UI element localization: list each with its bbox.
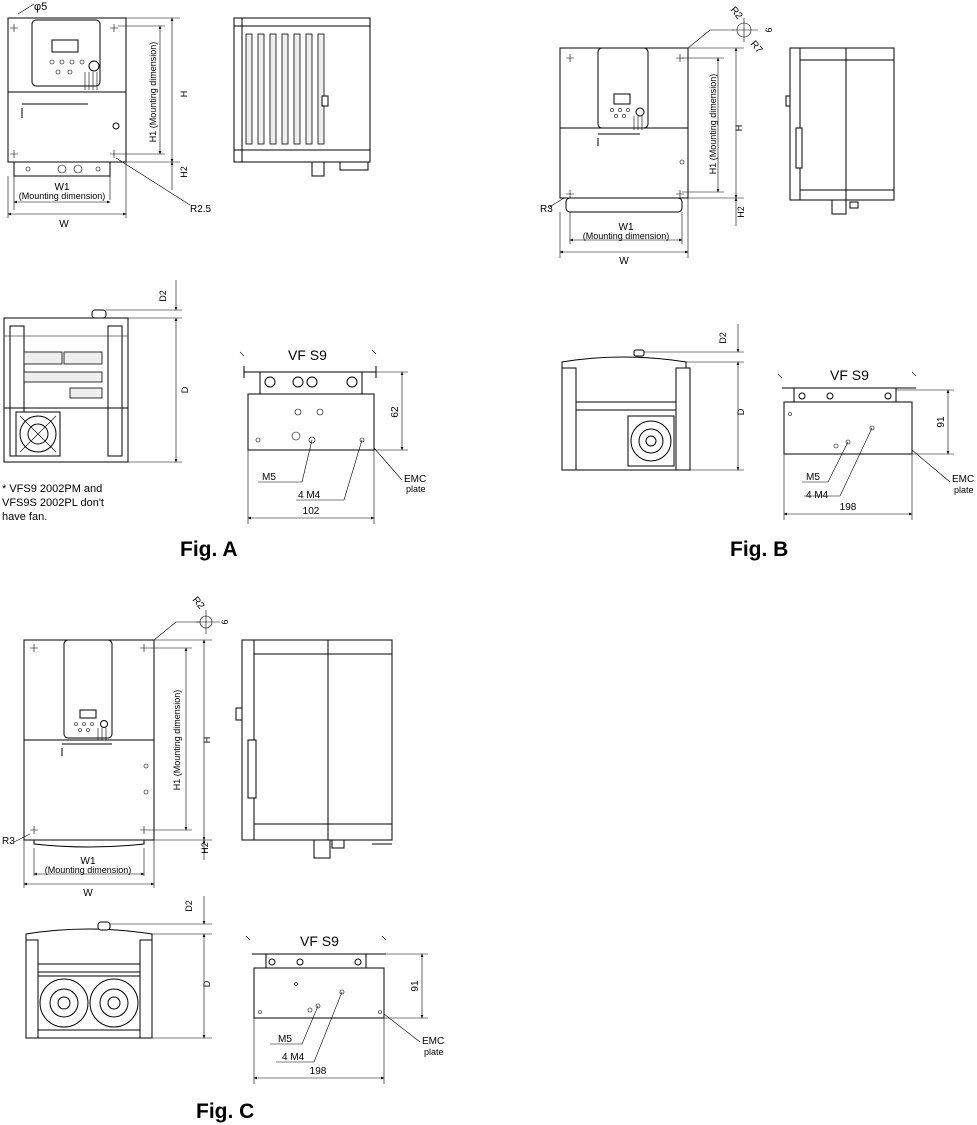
fig-a-plate-label: plate bbox=[406, 484, 426, 494]
fig-a-w1-sub-label: (Mounting dimension) bbox=[19, 191, 106, 201]
fig-b-h2-label: H2 bbox=[736, 206, 746, 218]
fig-b-plate-height-label: 91 bbox=[936, 416, 947, 428]
fig-a-h-label: H bbox=[179, 91, 189, 98]
fig-a-bottom-dimensions bbox=[106, 280, 182, 463]
fig-a-front-view bbox=[7, 17, 127, 177]
fig-b-bottom-dimensions bbox=[644, 324, 744, 471]
fig-b-h1-label: H1 (Mounting dimension) bbox=[708, 74, 718, 175]
fig-a-r25-label: R2.5 bbox=[190, 204, 212, 215]
fig-b-w-label: W bbox=[619, 256, 629, 267]
fig-c-emc-plate bbox=[245, 935, 428, 1084]
fig-b-r7-label: R7 bbox=[748, 39, 765, 56]
fig-c-r3-label: R3 bbox=[2, 836, 15, 847]
fig-a-m5-label: M5 bbox=[262, 472, 276, 483]
fig-a-d-label: D bbox=[180, 386, 190, 393]
fig-b-vfs9-label: VF S9 bbox=[830, 367, 869, 383]
fig-c-plate-label: plate bbox=[424, 1047, 444, 1057]
fig-b-emc-label: EMC bbox=[952, 474, 974, 485]
fig-c-side-view bbox=[235, 639, 393, 859]
fig-a-emc-plate bbox=[239, 349, 408, 524]
fig-c-hole-label: 6 bbox=[220, 619, 230, 624]
fig-b-d2-label: D2 bbox=[718, 332, 728, 344]
fig-a-w-label: W bbox=[59, 219, 69, 230]
fig-b-side-view bbox=[785, 47, 895, 215]
fig-a-front-dimensions bbox=[7, 3, 191, 218]
fig-b-w1-sub-label: (Mounting dimension) bbox=[583, 231, 670, 241]
fig-c-w-label: W bbox=[83, 888, 93, 899]
fig-b-title: Fig. B bbox=[730, 538, 788, 561]
fig-b-plate-width-label: 198 bbox=[840, 502, 857, 513]
fig-a-side-view bbox=[233, 17, 371, 177]
fig-b-front-dimensions bbox=[547, 18, 758, 258]
fig-b-d-label: D bbox=[736, 408, 746, 415]
fig-b-front-view bbox=[559, 47, 689, 213]
fig-b-m4-label: 4 M4 bbox=[806, 490, 829, 501]
fig-a-w1-label: W1 bbox=[55, 182, 70, 193]
fig-a-h1-label: H1 (Mounting dimension) bbox=[148, 42, 158, 143]
fig-a-title: Fig. A bbox=[180, 538, 238, 561]
fig-c-d-label: D bbox=[202, 980, 212, 987]
fig-c-bottom-view bbox=[25, 921, 153, 1039]
fig-b-bottom-view bbox=[561, 349, 691, 471]
fig-b-r2-label: R2 bbox=[728, 5, 745, 22]
fig-b-m5-label: M5 bbox=[806, 472, 820, 483]
fig-b-w1-label: W1 bbox=[619, 222, 634, 233]
fig-a-vfs9-label: VF S9 bbox=[288, 347, 327, 363]
fig-c-d2-label: D2 bbox=[184, 900, 194, 912]
fig-a-m4-label: 4 M4 bbox=[298, 490, 321, 501]
fig-a-plate-height-label: 62 bbox=[390, 406, 401, 418]
fig-a-bottom-view bbox=[3, 309, 129, 463]
fig-c-w1-label: W1 bbox=[81, 856, 96, 867]
fig-c-h-label: H bbox=[202, 737, 212, 744]
fig-c-front-view bbox=[23, 639, 155, 848]
fig-b-h-label: H bbox=[734, 125, 744, 132]
fig-b-hole-label: 6 bbox=[764, 27, 774, 32]
fig-a-emc-label: EMC bbox=[404, 474, 426, 485]
fig-a-phi5-label: φ5 bbox=[34, 1, 47, 13]
fig-c-plate-height-label: 91 bbox=[410, 980, 421, 992]
fig-c-h1-label: H1 (Mounting dimension) bbox=[172, 690, 182, 791]
fig-b-emc-plate bbox=[777, 371, 954, 520]
fig-c-m5-label: M5 bbox=[278, 1034, 292, 1045]
fig-c-plate-width-label: 198 bbox=[310, 1066, 327, 1077]
fig-b-r3-label: R3 bbox=[540, 204, 553, 215]
fig-a-plate-width-label: 102 bbox=[303, 506, 320, 517]
fig-c-bottom-dimensions bbox=[110, 896, 212, 1039]
fig-c-h2-label: H2 bbox=[200, 842, 210, 854]
fig-c-vfs9-label: VF S9 bbox=[300, 933, 339, 949]
fig-c-m4-label: 4 M4 bbox=[282, 1052, 305, 1063]
fig-c-r2-label: R2 bbox=[190, 595, 207, 612]
fig-c-title: Fig. C bbox=[196, 1100, 254, 1123]
fan-footnote: * VFS9 2002PM and VFS9S 2002PL don't hav… bbox=[2, 483, 104, 523]
fig-c-front-dimensions bbox=[13, 610, 220, 888]
fig-a-d2-label: D2 bbox=[158, 290, 168, 302]
fig-c-w1-sub-label: (Mounting dimension) bbox=[45, 865, 132, 875]
fig-a-h2-label: H2 bbox=[179, 166, 189, 178]
fig-c-emc-label: EMC bbox=[422, 1036, 444, 1047]
fig-b-plate-label: plate bbox=[954, 485, 974, 495]
